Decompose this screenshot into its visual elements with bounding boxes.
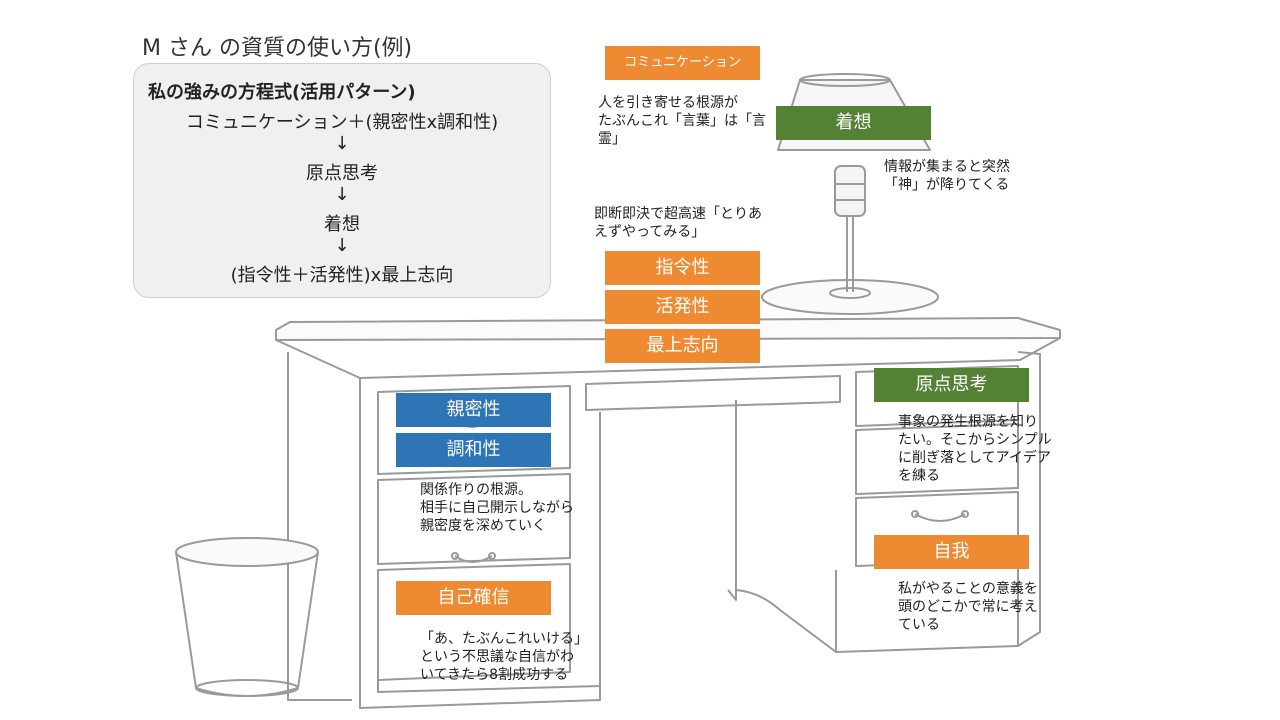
strength-formula-box: 私の強みの方程式(活用パターン) コミュニケーション＋(親密性x調和性) ↓ 原… (133, 63, 551, 298)
formula-line-2: 原点思考 (306, 163, 378, 184)
formula-arrow-3: ↓ (334, 235, 350, 256)
tag-jiko-kakushin: 自己確信 (396, 581, 551, 615)
tag-saijoshiko: 最上志向 (605, 329, 760, 363)
tag-shinmitsusei: 親密性 (396, 393, 551, 427)
page-title: M さん の資質の使い方(例) (142, 36, 413, 61)
note-chakuso: 情報が集まると突然 「神」が降りてくる (884, 159, 1010, 193)
note-shinmitsusei: 関係作りの根源。 相手に自己開示しながら 親密度を深めていく (420, 482, 574, 534)
formula-line-3: 着想 (324, 214, 360, 235)
note-jiga: 私がやることの意義を 頭のどこかで常に考え ている (898, 581, 1038, 633)
tag-genten-shiko: 原点思考 (874, 368, 1029, 402)
wastebasket-icon (175, 537, 319, 697)
formula-heading: 私の強みの方程式(活用パターン) (148, 82, 416, 103)
formula-line-4: (指令性＋活発性)x最上志向 (230, 265, 454, 286)
note-genten-shiko: 事象の発生根源を知り たい。そこからシンプル に削ぎ落としてアイデア を練る (898, 414, 1052, 484)
tag-jiga: 自我 (874, 535, 1029, 569)
tag-chakuso: 着想 (776, 106, 931, 140)
tag-chowasei: 調和性 (396, 433, 551, 467)
formula-line-1: コミュニケーション＋(親密性x調和性) (185, 112, 499, 133)
note-shireisei: 即断即決で超高速「とりあ えずやってみる」 (594, 206, 762, 240)
formula-arrow-1: ↓ (334, 133, 350, 154)
formula-arrow-2: ↓ (334, 184, 350, 205)
tag-communication: コミュニケーション (605, 46, 760, 80)
note-jiko-kakushin: 「あ、たぶんこれいける」 という不思議な自信がわ いてきたら8割成功する (420, 631, 588, 683)
note-communication: 人を引き寄せる根源が たぶんこれ「言葉」は「言 霊」 (598, 95, 766, 147)
tag-shireisei: 指令性 (605, 251, 760, 285)
tag-kappatsusei: 活発性 (605, 290, 760, 324)
